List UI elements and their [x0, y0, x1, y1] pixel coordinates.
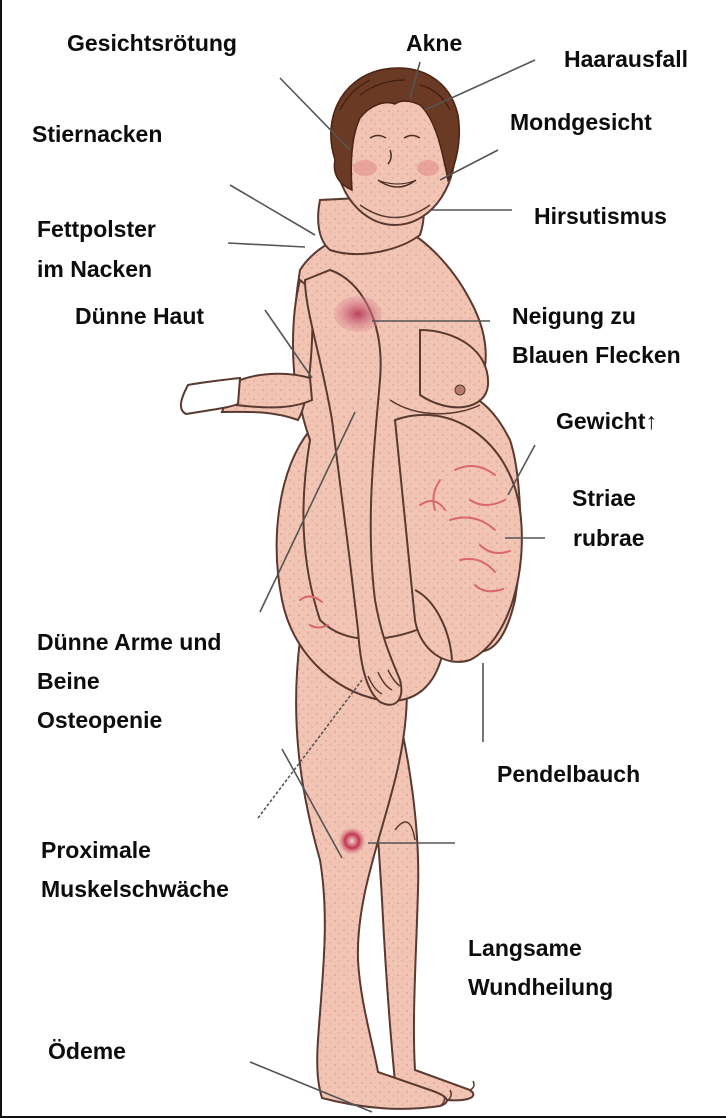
label-osteopenie: Osteopenie — [37, 703, 162, 737]
line-fettpolster — [228, 243, 305, 247]
label-haarausfall: Haarausfall — [564, 42, 688, 76]
label-gesichtsroetung: Gesichtsrötung — [67, 26, 237, 60]
cheek-flush-left — [353, 160, 377, 176]
label-proximale-1: Proximale — [41, 833, 151, 867]
wound — [339, 828, 365, 854]
label-oedeme: Ödeme — [48, 1034, 126, 1068]
label-neigung-1: Neigung zu — [512, 299, 636, 333]
label-proximale-2: Muskelschwäche — [41, 872, 229, 906]
bruise — [334, 296, 382, 332]
front-leg — [296, 640, 447, 1109]
examiner-hand — [236, 374, 312, 408]
label-striae-2: rubrae — [573, 521, 645, 555]
label-duenne-haut: Dünne Haut — [75, 299, 204, 333]
cheek-flush-right — [417, 160, 439, 176]
label-fettpolster-2: im Nacken — [37, 252, 152, 286]
label-hirsutismus: Hirsutismus — [534, 199, 667, 233]
nipple — [455, 385, 465, 395]
label-striae-1: Striae — [572, 481, 636, 515]
label-gewicht: Gewicht↑ — [556, 404, 657, 438]
label-neigung-2: Blauen Flecken — [512, 338, 681, 372]
line-stiernacken — [230, 185, 315, 235]
label-duenne-arme-1: Dünne Arme und — [37, 625, 221, 659]
label-akne: Akne — [406, 26, 462, 60]
label-fettpolster-1: Fettpolster — [37, 212, 156, 246]
label-mondgesicht: Mondgesicht — [510, 105, 652, 139]
label-pendelbauch: Pendelbauch — [497, 757, 640, 791]
label-langsame-1: Langsame — [468, 931, 582, 965]
label-langsame-2: Wundheilung — [468, 970, 613, 1004]
label-stiernacken: Stiernacken — [32, 117, 162, 151]
label-duenne-arme-2: Beine — [37, 664, 100, 698]
